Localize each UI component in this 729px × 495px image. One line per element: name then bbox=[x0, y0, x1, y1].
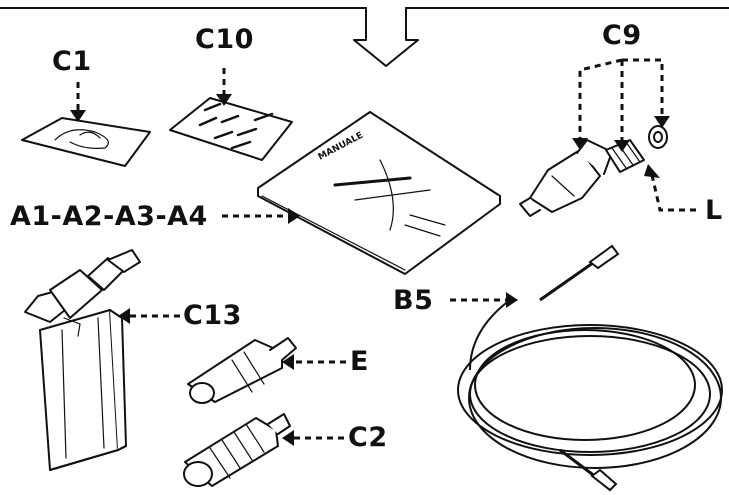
c13-foam-bottle bbox=[24, 249, 141, 471]
c1-bag bbox=[21, 117, 151, 167]
label-b5: B5 bbox=[393, 285, 434, 316]
label-c1: C1 bbox=[52, 46, 92, 77]
label-c13: C13 bbox=[183, 300, 242, 331]
e-nozzle bbox=[187, 337, 297, 404]
arrow-heads bbox=[70, 94, 670, 446]
label-c10: C10 bbox=[195, 24, 254, 55]
label-e: E bbox=[350, 346, 369, 377]
c9-connector bbox=[519, 139, 613, 217]
leader-lines bbox=[76, 58, 696, 440]
label-l: L bbox=[705, 195, 723, 226]
label-c2: C2 bbox=[348, 422, 388, 453]
b5-hose bbox=[457, 244, 723, 492]
manual-book bbox=[257, 111, 501, 275]
c2-nozzle bbox=[183, 413, 291, 487]
down-arrow-icon bbox=[353, 7, 419, 67]
label-a1-a4: A1-A2-A3-A4 bbox=[10, 201, 208, 232]
label-c9: C9 bbox=[602, 20, 642, 51]
c10-bag bbox=[169, 97, 293, 161]
top-frame bbox=[0, 7, 729, 67]
